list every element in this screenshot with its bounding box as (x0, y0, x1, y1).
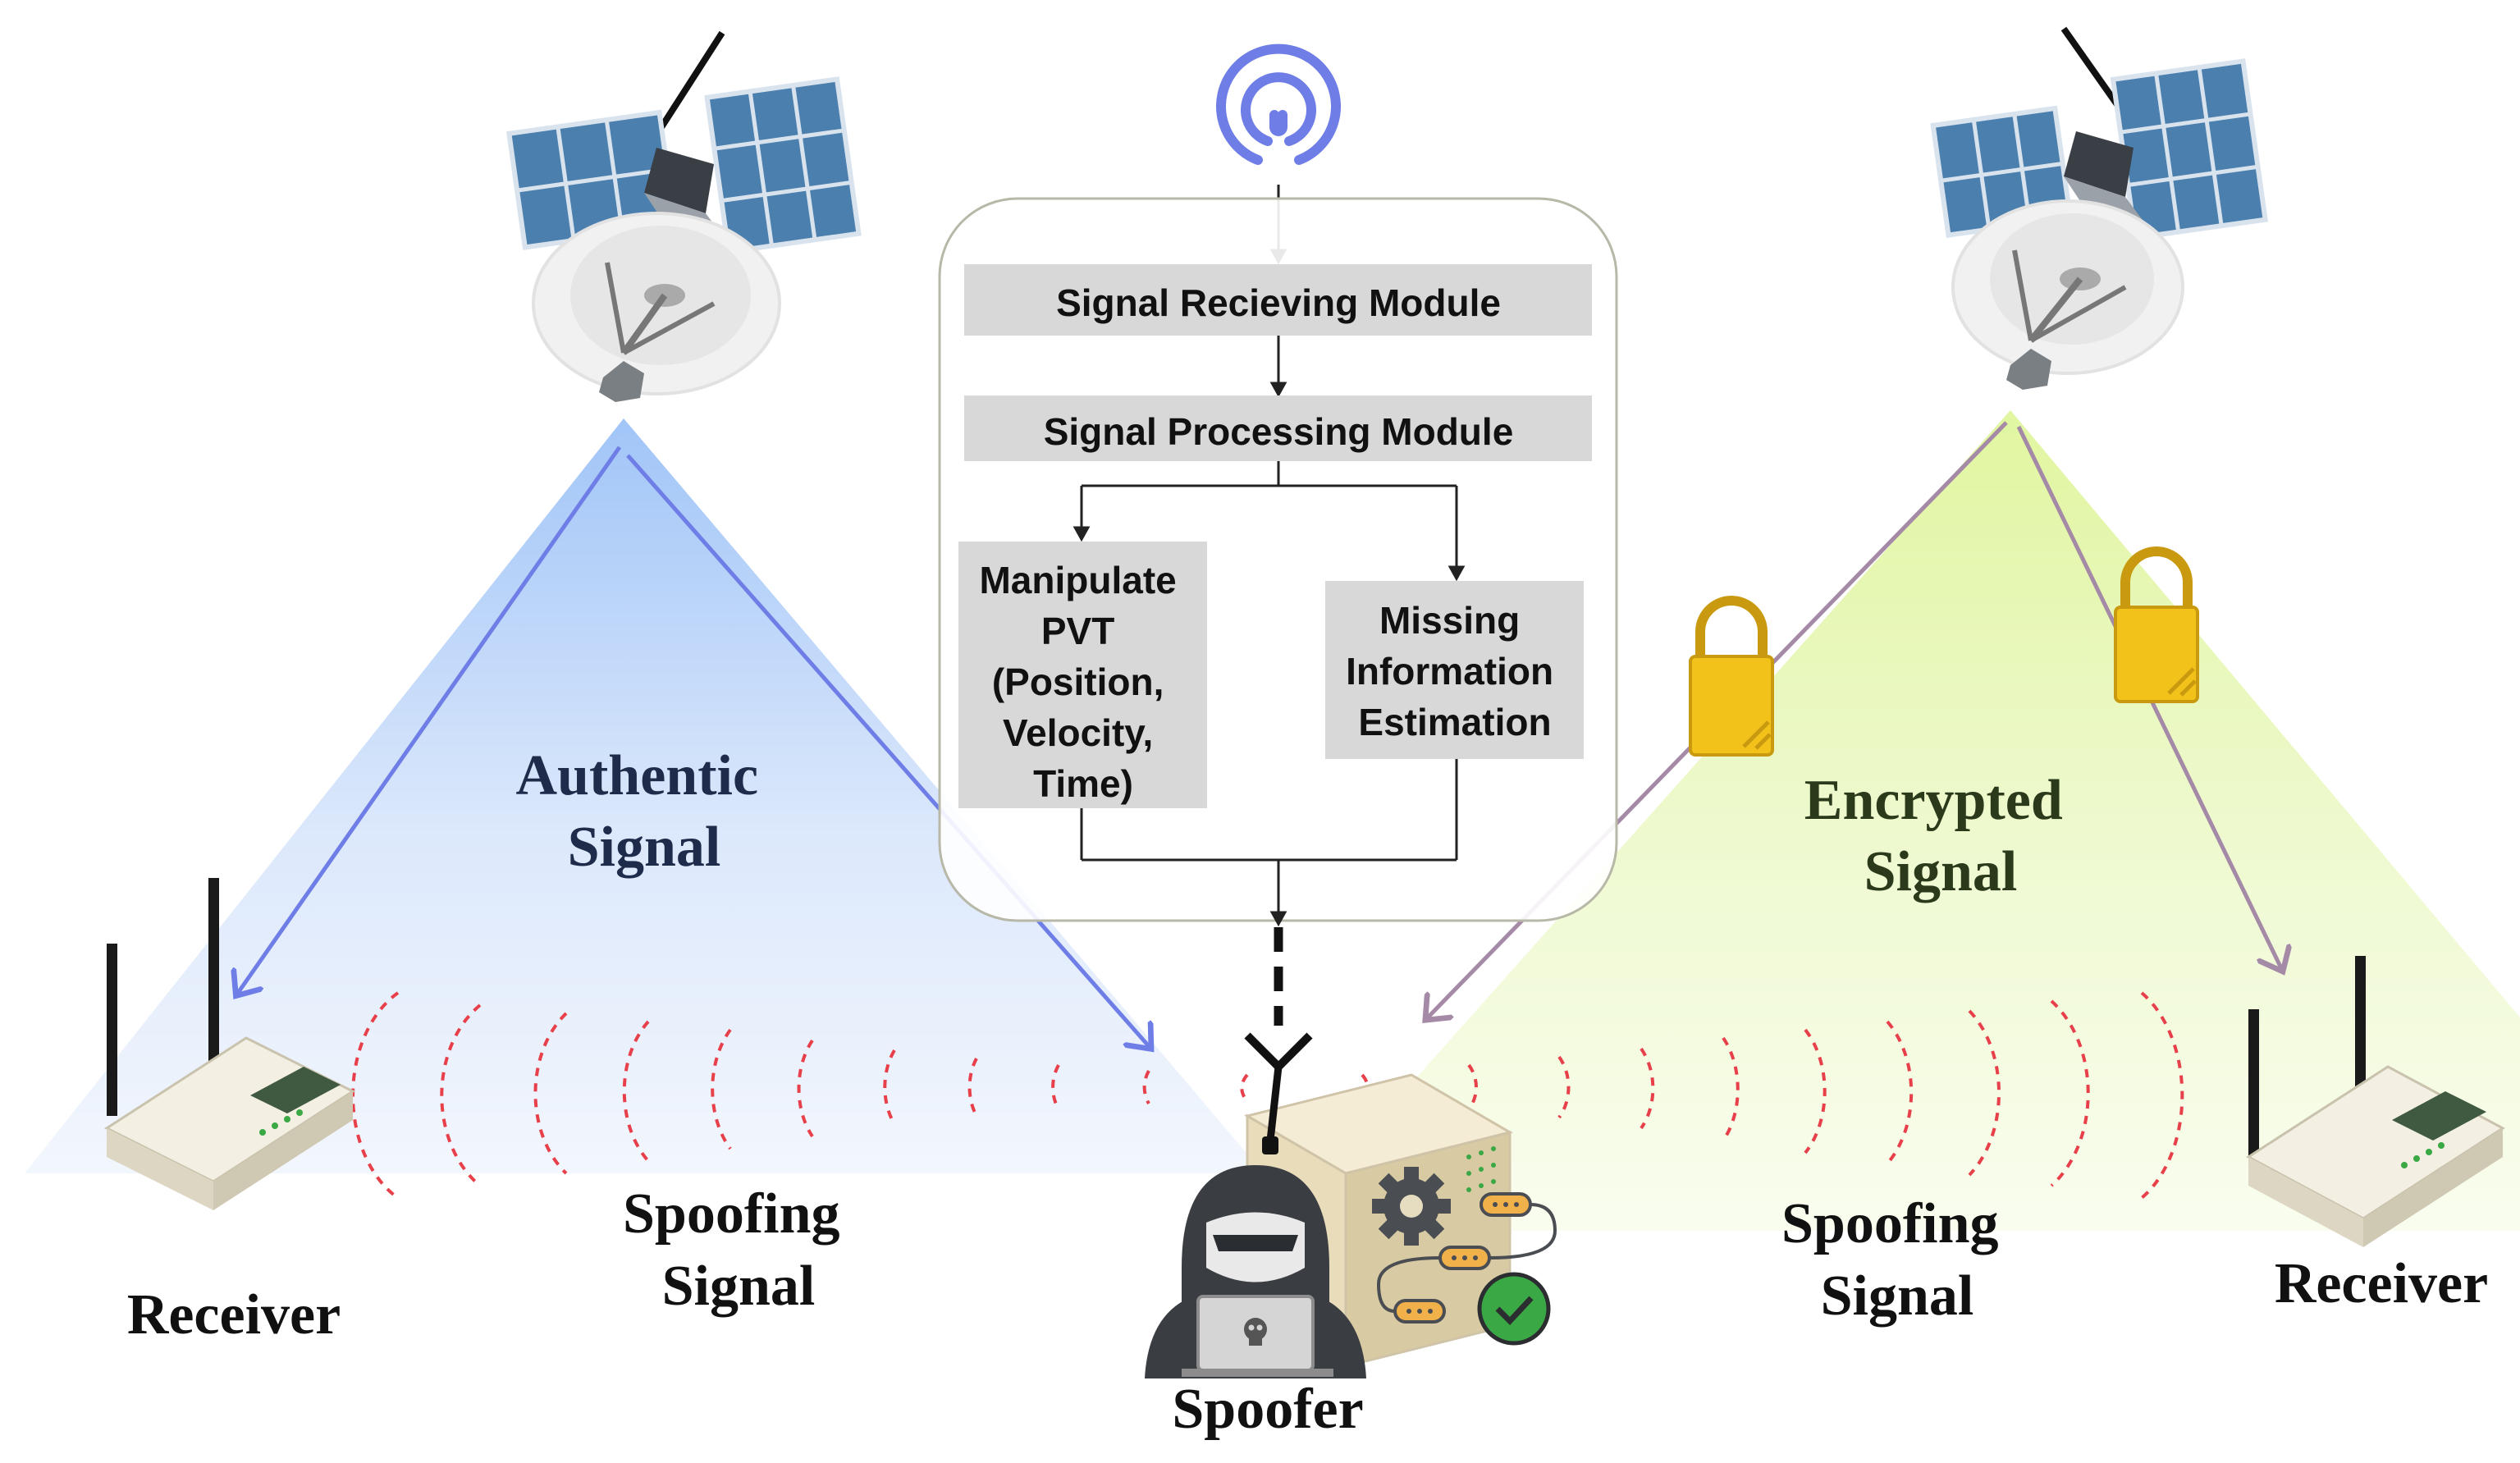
processing-module-box (964, 395, 1592, 461)
encrypted-signal-beam (1280, 410, 2520, 1231)
manipulate-pvt-label: Manipulate PVT (Position, Velocity, Time… (979, 559, 1187, 805)
manipulate-pvt-line: Manipulate (979, 559, 1176, 601)
spoofing-signal-label-left: Spoofing Signal (623, 1182, 854, 1318)
skull-icon (1244, 1318, 1267, 1346)
branch-lines (1072, 461, 1466, 927)
manipulate-pvt-line: Time) (1033, 762, 1133, 805)
spoofing-signal-label-right: Spoofing Signal (1781, 1192, 2013, 1328)
router-icon (103, 878, 356, 1210)
spoofer-antenna (1266, 1066, 1283, 1141)
authentic-signal-beam (25, 418, 1264, 1173)
authentic-signal-label: Authentic Signal (515, 744, 772, 879)
satellite-icon (505, 30, 862, 402)
missing-info-line: Information (1346, 650, 1553, 693)
spoofer-antenna-base (1262, 1136, 1278, 1154)
gear-icon (1372, 1167, 1451, 1246)
processing-module-label: Signal Processing Module (1044, 410, 1514, 453)
authentic-arrow-left (238, 446, 622, 993)
spoofing-signal-line: Spoofing (623, 1182, 840, 1246)
spoofing-waves-left (351, 991, 1249, 1200)
authentic-signal-line: Authentic (515, 744, 758, 807)
hooded-hacker-icon (1145, 1165, 1366, 1378)
authentic-signal-line: Signal (568, 816, 721, 879)
padlock-icon (1689, 596, 1774, 757)
manipulate-pvt-line: PVT (1041, 610, 1114, 652)
spoofing-signal-line: Signal (662, 1255, 816, 1318)
encrypted-signal-line: Signal (1864, 840, 2018, 903)
spoofing-signal-line: Signal (1821, 1264, 1974, 1328)
receiver-label-right: Receiver (2275, 1252, 2488, 1315)
router-icon (2246, 956, 2505, 1247)
receiving-module-label: Signal Recieving Module (1056, 281, 1501, 324)
missing-info-line: Missing (1379, 599, 1520, 642)
encrypted-signal-line: Encrypted (1804, 769, 2063, 832)
manipulate-pvt-line: (Position, (992, 661, 1164, 703)
pipeline-pills (1376, 1192, 1557, 1324)
missing-info-label: Missing Information Estimation (1346, 599, 1564, 743)
receiving-module-box (964, 264, 1592, 336)
check-circle-icon (1477, 1272, 1551, 1346)
antenna-fork (1244, 1032, 1313, 1073)
missing-info-box (1325, 581, 1584, 759)
spoofer-label: Spoofer (1172, 1378, 1363, 1441)
broadcast-icon (1216, 43, 1341, 165)
manipulate-pvt-line: Velocity, (1003, 711, 1153, 754)
satellite-icon (1930, 26, 2269, 390)
encrypted-signal-label: Encrypted Signal (1804, 769, 2078, 903)
spoofing-waves-right (1361, 991, 2184, 1200)
spoofing-signal-line: Spoofing (1781, 1192, 1999, 1255)
authentic-arrow-right (626, 454, 1149, 1046)
missing-info-line: Estimation (1358, 701, 1551, 743)
manipulate-pvt-box (958, 542, 1207, 808)
padlock-icon (2114, 546, 2199, 703)
receiver-label-left: Receiver (127, 1283, 341, 1346)
